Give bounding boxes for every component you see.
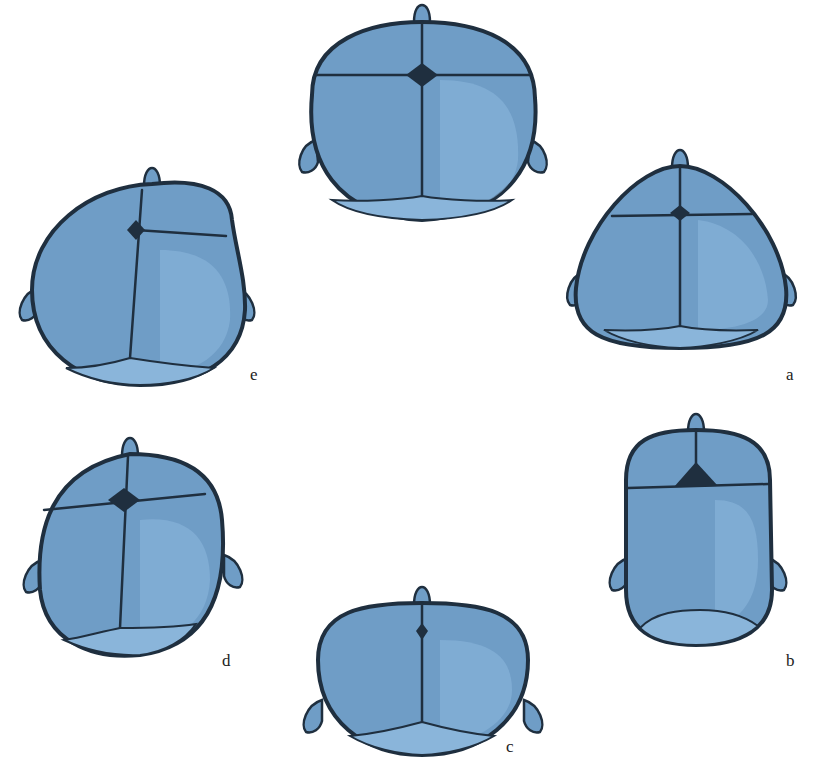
panel-letter: c bbox=[506, 738, 514, 755]
normal-skull bbox=[299, 5, 546, 220]
trigonocephaly-skull bbox=[567, 150, 795, 348]
panel-letter: d bbox=[222, 652, 231, 669]
brachycephaly-skull bbox=[304, 587, 543, 755]
panel-letter: e bbox=[250, 366, 258, 383]
panel-letter: a bbox=[786, 366, 794, 383]
posterior-plagiocephaly-skull bbox=[20, 168, 255, 385]
scaphocephaly-skull bbox=[610, 414, 787, 645]
panel-letter: b bbox=[786, 652, 795, 669]
anterior-plagiocephaly-skull bbox=[24, 438, 243, 656]
